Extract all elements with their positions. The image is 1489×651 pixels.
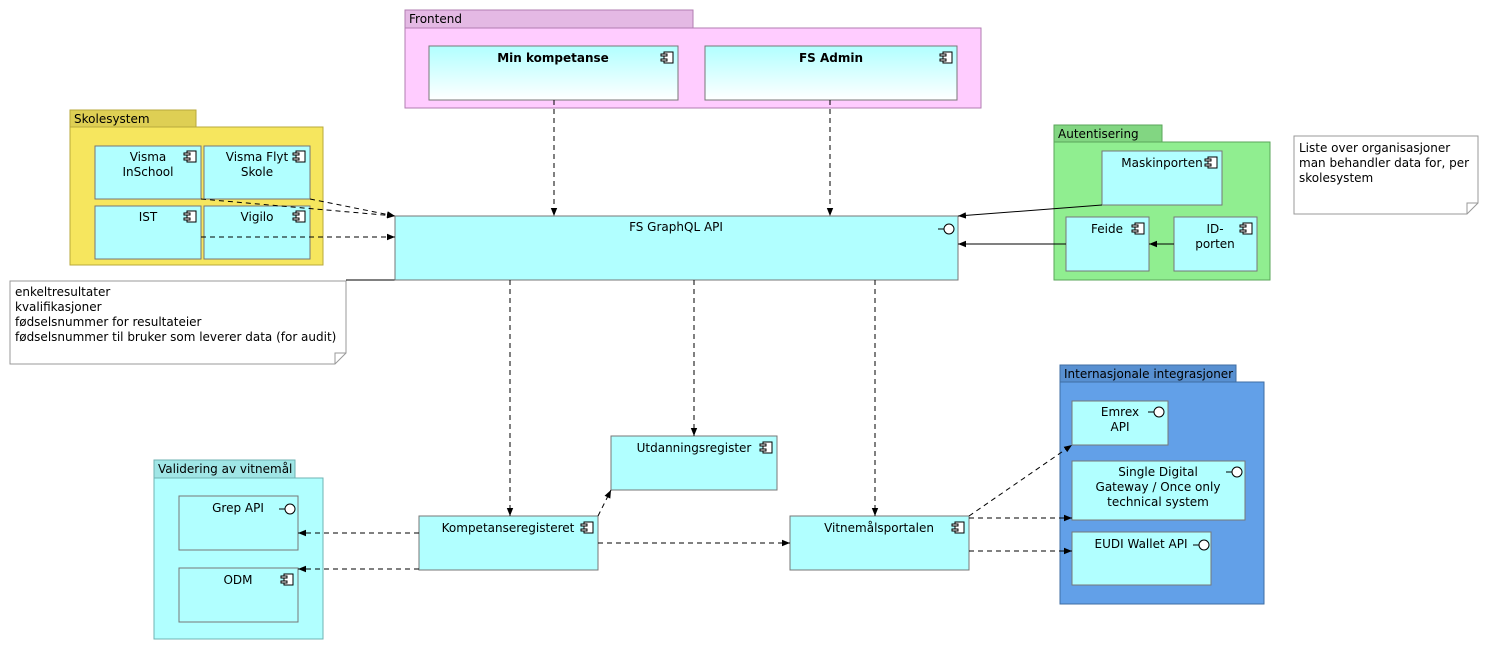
component-icon xyxy=(280,573,294,586)
interface-icon xyxy=(1148,406,1165,418)
component-icon xyxy=(292,150,306,163)
component-icon xyxy=(580,521,594,534)
component-visma-flyt[interactable]: Visma Flyt Skole xyxy=(203,145,311,200)
component-label: Vitnemålsportalen xyxy=(824,521,934,535)
package-label-frontend: Frontend xyxy=(409,12,462,26)
component-label: ID- xyxy=(1206,222,1223,236)
note-line: enkeltresultater xyxy=(15,285,110,299)
component-label: Vigilo xyxy=(241,210,274,224)
note-line: Liste over organisasjoner xyxy=(1299,141,1450,155)
component-icon xyxy=(183,210,197,223)
note-organisasjoner: Liste over organisasjoner man behandler … xyxy=(1293,135,1479,215)
component-icon xyxy=(183,150,197,163)
component-icon xyxy=(951,521,965,534)
component-label: Skole xyxy=(241,165,273,179)
interface-icon xyxy=(279,503,296,515)
package-label-skolesystem: Skolesystem xyxy=(74,112,150,126)
component-icon xyxy=(1131,222,1145,235)
component-emrex-api[interactable]: Emrex API xyxy=(1071,400,1169,446)
interface-icon xyxy=(1226,466,1243,478)
component-label: InSchool xyxy=(123,165,174,179)
component-icon xyxy=(1204,156,1218,169)
component-vitnemalsportalen[interactable]: Vitnemålsportalen xyxy=(789,515,970,571)
note-line: fødselsnummer til bruker som leverer dat… xyxy=(15,330,336,344)
component-label: Visma Flyt xyxy=(226,150,289,164)
package-label-internasjonale: Internasjonale integrasjoner xyxy=(1064,367,1233,381)
edge-kompetanseregisteret-to-utdanningsregister xyxy=(597,489,612,517)
component-min-kompetanse[interactable]: Min kompetanse xyxy=(428,45,679,101)
component-label: Gateway / Once only xyxy=(1096,480,1221,494)
component-label: porten xyxy=(1195,237,1235,251)
edge-visma-inschool-to-api xyxy=(200,198,396,219)
component-icon xyxy=(1239,222,1253,235)
component-odm[interactable]: ODM xyxy=(178,567,299,623)
component-label: Utdanningsregister xyxy=(637,441,752,455)
note-line: skolesystem xyxy=(1299,171,1373,185)
component-label: ODM xyxy=(223,573,252,587)
component-maskinporten[interactable]: Maskinporten xyxy=(1101,150,1223,206)
component-label: Visma xyxy=(130,150,167,164)
component-label: FS GraphQL API xyxy=(629,220,723,234)
component-label: API xyxy=(1111,420,1130,434)
edge-vitnemalsportalen-to-emrex xyxy=(968,444,1073,517)
component-label: FS Admin xyxy=(799,51,863,65)
component-vigilo[interactable]: Vigilo xyxy=(203,205,311,260)
note-skolesystem-data: enkeltresultater kvalifikasjoner fødsels… xyxy=(9,280,347,365)
component-label: Maskinporten xyxy=(1121,156,1202,170)
edge-visma-flyt-to-api xyxy=(309,198,396,218)
component-grep-api[interactable]: Grep API xyxy=(178,495,299,551)
component-label: Grep API xyxy=(212,501,264,515)
component-ist[interactable]: IST xyxy=(94,205,202,260)
note-line: man behandler data for, per xyxy=(1299,156,1469,170)
component-label: Single Digital xyxy=(1118,465,1198,479)
component-label: Kompetanseregisteret xyxy=(442,521,575,535)
component-icon xyxy=(759,441,773,454)
component-label: EUDI Wallet API xyxy=(1095,537,1188,551)
component-visma-inschool[interactable]: Visma InSchool xyxy=(94,145,202,200)
component-single-digital-gateway[interactable]: Single Digital Gateway / Once only techn… xyxy=(1071,460,1246,521)
component-utdanningsregister[interactable]: Utdanningsregister xyxy=(610,435,778,491)
component-label: Feide xyxy=(1091,222,1123,236)
note-line: kvalifikasjoner xyxy=(15,300,102,314)
component-feide[interactable]: Feide xyxy=(1065,216,1150,272)
package-label-autentisering: Autentisering xyxy=(1058,127,1139,141)
component-eudi-wallet-api[interactable]: EUDI Wallet API xyxy=(1071,531,1212,586)
component-label: IST xyxy=(139,210,158,224)
component-icon xyxy=(939,51,953,64)
note-line: fødselsnummer for resultateier xyxy=(15,315,202,329)
edge-maskinporten-to-api xyxy=(957,204,1103,219)
component-fs-admin[interactable]: FS Admin xyxy=(704,45,958,101)
interface-icon xyxy=(1193,539,1210,551)
component-label: Min kompetanse xyxy=(497,51,609,65)
component-kompetanseregisteret[interactable]: Kompetanseregisteret xyxy=(418,515,599,571)
interface-icon xyxy=(938,223,955,235)
edges xyxy=(200,100,1174,573)
component-label: technical system xyxy=(1107,495,1209,509)
component-fs-graphql-api[interactable]: FS GraphQL API xyxy=(394,215,959,281)
package-label-validering: Validering av vitnemål xyxy=(158,462,292,476)
component-icon xyxy=(660,51,674,64)
component-idporten[interactable]: ID- porten xyxy=(1173,216,1258,272)
component-icon xyxy=(292,210,306,223)
component-label: Emrex xyxy=(1101,405,1139,419)
